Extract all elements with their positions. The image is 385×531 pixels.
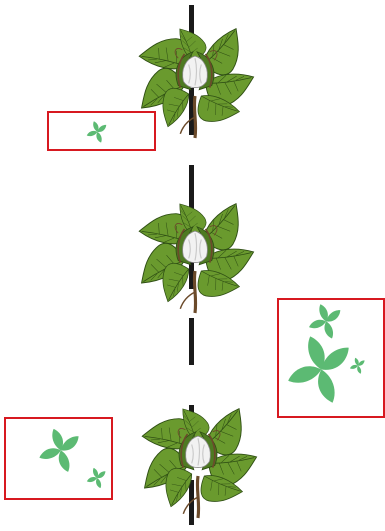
- callout-right: [277, 298, 385, 418]
- plant-middle: [135, 201, 253, 313]
- plant-bottom: [138, 406, 256, 518]
- callout-left-lower: [4, 417, 113, 500]
- callout-left-upper: [47, 111, 156, 151]
- cotton-boll-icon: [135, 201, 253, 313]
- seedling-leaves-icon: [49, 113, 154, 149]
- cotton-boll-icon: [138, 406, 256, 518]
- seedling-leaves-icon: [279, 300, 383, 416]
- seedling-leaves-icon: [6, 419, 111, 498]
